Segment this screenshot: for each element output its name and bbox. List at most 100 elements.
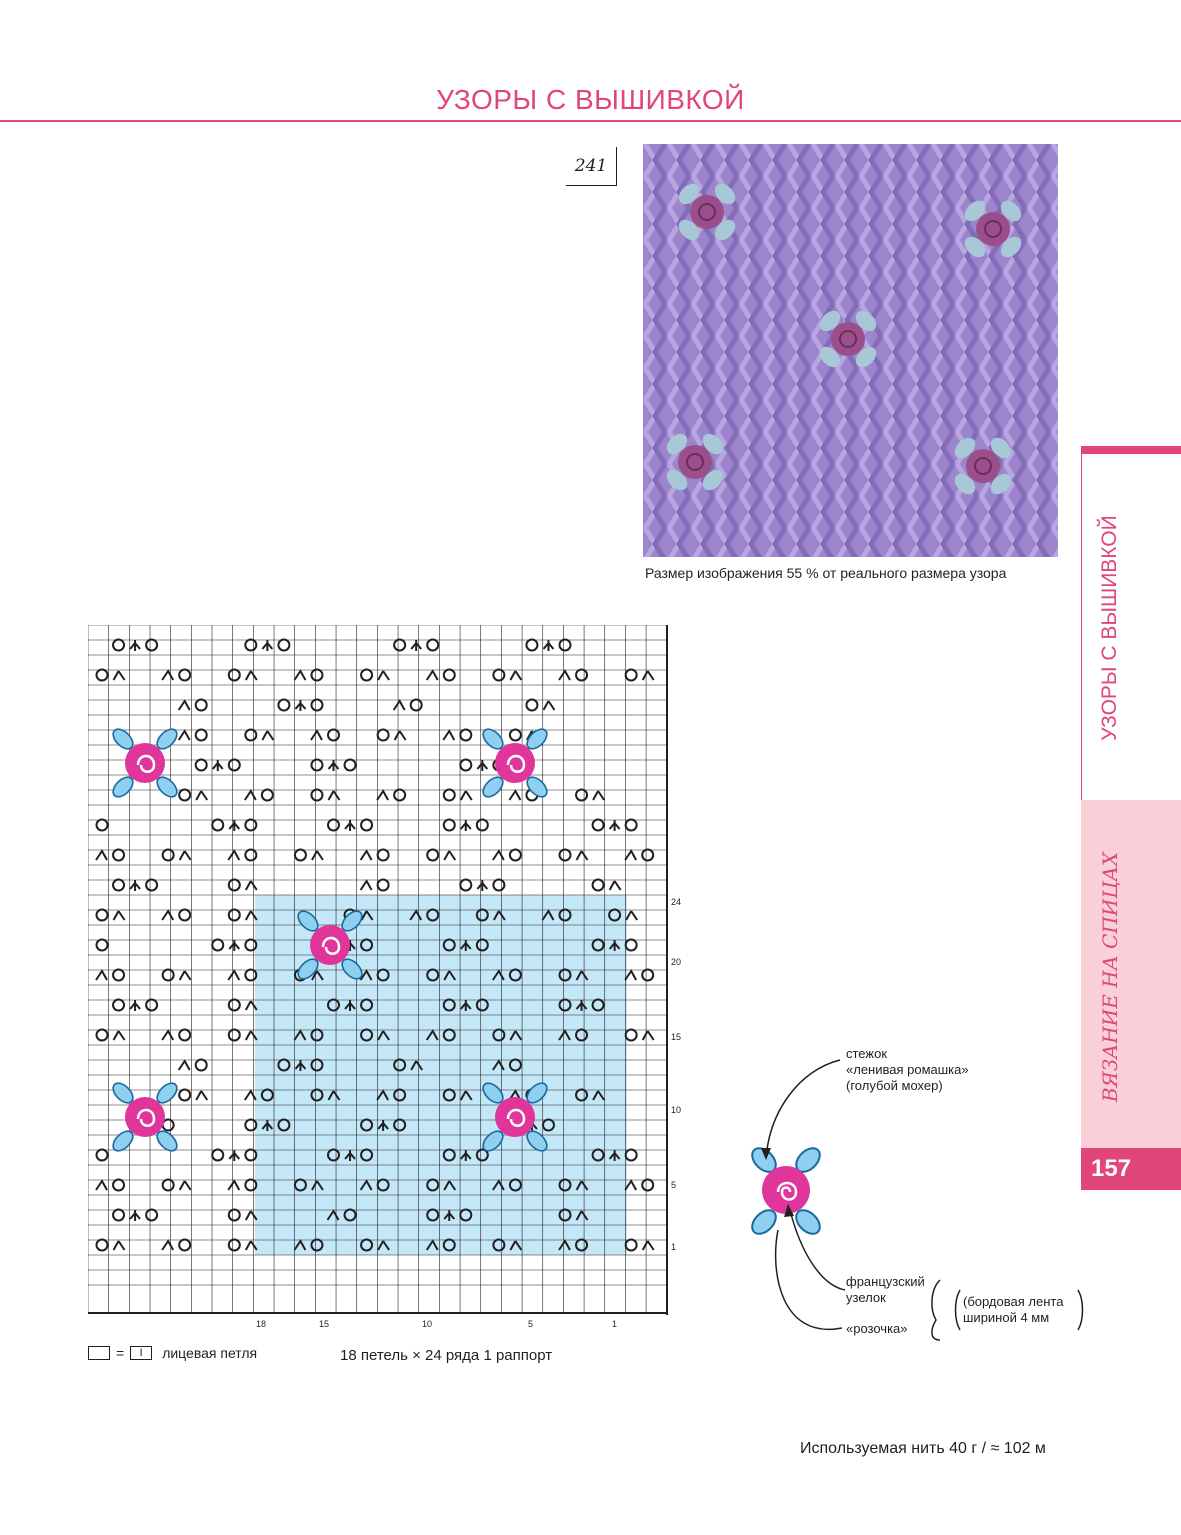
decrease-left-symbol (112, 910, 126, 921)
yarn-over-symbol (244, 968, 258, 982)
chart-roses (112, 728, 548, 1152)
yarn-over-symbol (575, 1028, 589, 1042)
central-decrease-symbol (129, 880, 141, 891)
central-decrease-symbol (294, 1060, 307, 1071)
rose-embroidery (112, 728, 178, 798)
yarn-over-symbol (393, 1088, 407, 1102)
photo-leaf (954, 473, 976, 495)
decrease-right-symbol (558, 669, 571, 681)
yarn-over-symbol (442, 1238, 456, 1252)
french-knot-line-1: французский (846, 1274, 925, 1289)
decrease-right-symbol (425, 1239, 439, 1251)
yarn-over-symbol (178, 788, 192, 802)
yarn-over-symbol (112, 848, 126, 862)
decrease-right-symbol (177, 729, 191, 741)
yarn-over-symbol (575, 668, 589, 682)
yarn-over-symbol (112, 878, 126, 892)
yarn-over-symbol (277, 1118, 291, 1132)
central-decrease-symbol (460, 820, 472, 831)
leaf-shape (526, 728, 548, 750)
decrease-left-symbol (641, 670, 655, 681)
yarn-over-symbol (575, 1088, 589, 1102)
page-number: 157 (1090, 1155, 1132, 1182)
decrease-right-symbol (392, 699, 406, 711)
yarn-over-symbol (112, 1178, 126, 1192)
yarn-over-symbol (393, 788, 407, 802)
yarn-over-symbol (541, 1118, 555, 1132)
leaf-shape (156, 1130, 178, 1152)
yarn-over-symbol (310, 1088, 324, 1102)
rosette-icon (762, 1166, 810, 1214)
decrease-left-symbol (575, 1180, 589, 1191)
central-decrease-symbol (129, 1210, 141, 1221)
decrease-right-symbol (376, 789, 389, 801)
yarn-over-symbol (376, 728, 390, 742)
central-decrease-symbol (608, 1150, 621, 1161)
decrease-right-symbol (376, 1089, 389, 1101)
decrease-left-symbol (443, 970, 457, 981)
decrease-right-symbol (508, 1089, 522, 1101)
yarn-over-symbol (145, 638, 159, 652)
decrease-left-symbol (377, 670, 390, 681)
decrease-left-symbol (327, 790, 341, 801)
yarn-over-symbol (376, 968, 390, 982)
yarn-over-symbol (244, 1148, 258, 1162)
decrease-left-symbol (311, 850, 324, 861)
repeat-info: 18 петель × 24 ряда 1 раппорт (340, 1347, 553, 1364)
leaf-shape (526, 1082, 548, 1104)
decrease-left-symbol (542, 700, 556, 711)
leaf-shape (482, 1130, 504, 1152)
yarn-over-symbol (211, 818, 225, 832)
decrease-left-symbol (244, 1000, 258, 1011)
decrease-right-symbol (359, 1179, 373, 1191)
yarn-over-symbol (227, 878, 241, 892)
yarn-over-symbol (95, 938, 109, 952)
yarn-over-symbol (525, 638, 539, 652)
decrease-right-symbol (492, 1179, 505, 1191)
yarn-over-symbol (442, 788, 456, 802)
yarn-over-symbol (244, 728, 258, 742)
row-label: 15 (671, 1032, 681, 1042)
photo-leaf (678, 183, 700, 205)
leaf-shape (482, 776, 504, 798)
decrease-right-symbol (177, 1059, 191, 1071)
photo-rose (964, 200, 1022, 258)
yarn-over-symbol (575, 788, 589, 802)
yarn-over-symbol (194, 1058, 208, 1072)
yarn-over-symbol (327, 818, 341, 832)
decrease-left-symbol (261, 730, 275, 741)
yarn-over-symbol (244, 938, 258, 952)
yarn-over-symbol (442, 668, 456, 682)
yarn-over-symbol (178, 1238, 192, 1252)
yarn-over-symbol (112, 1208, 126, 1222)
central-decrease-symbol (476, 760, 489, 771)
col-label: 5 (528, 1319, 533, 1329)
yarn-over-symbol (426, 908, 440, 922)
embroidery-diagram (751, 1059, 1084, 1341)
yarn-over-symbol (426, 1178, 440, 1192)
photo-rose (954, 437, 1012, 495)
yarn-over-symbol (260, 788, 274, 802)
photo-leaf (714, 219, 736, 241)
yarn-over-symbol (244, 638, 258, 652)
rose-embroidery (112, 1082, 178, 1152)
col-label: 1 (612, 1319, 617, 1329)
decrease-right-symbol (161, 669, 175, 681)
decrease-right-symbol (177, 699, 191, 711)
photo-caption: Размер изображения 55 % от реального раз… (645, 565, 1007, 581)
yarn-over-symbol (624, 1028, 638, 1042)
leaf-shape (297, 910, 319, 932)
lazy-daisy-line-2: «ленивая ромашка» (846, 1062, 969, 1077)
decrease-right-symbol (508, 789, 522, 801)
decrease-left-symbol (377, 1030, 390, 1041)
header-divider (0, 120, 1181, 122)
yarn-over-symbol (459, 728, 473, 742)
photo-rose-detail (984, 220, 1002, 238)
photo-rose-detail (698, 203, 716, 221)
yarn-over-symbol (260, 1088, 274, 1102)
leaf-shape (156, 728, 178, 750)
decrease-left-symbol (492, 910, 506, 921)
row-label: 10 (671, 1105, 681, 1115)
decrease-left-symbol (459, 790, 473, 801)
